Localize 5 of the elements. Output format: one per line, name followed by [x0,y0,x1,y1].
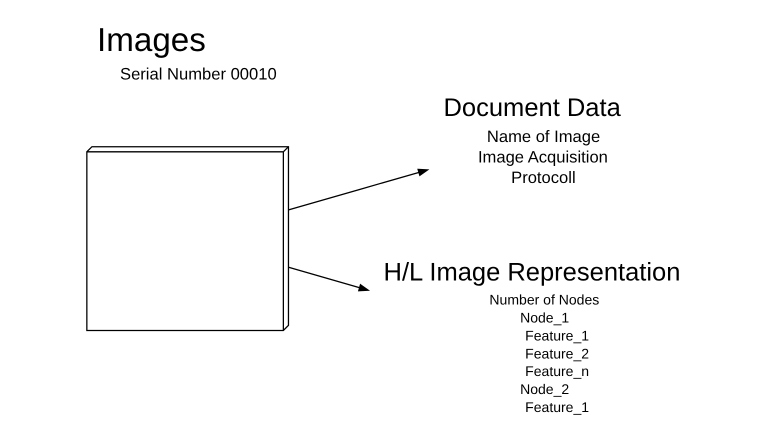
arrow [288,168,429,211]
node-text: Images Serial Number 00010 [96,22,276,84]
arrow [288,266,370,292]
node-text: H/L Image Representation Number of Nodes Node_1 Feature_1 Feature_2 Feature_n Node_2 Feature_1 [383,258,680,415]
node-text: Document Data Name of Image Image Acquisition Protocoll [443,94,620,187]
